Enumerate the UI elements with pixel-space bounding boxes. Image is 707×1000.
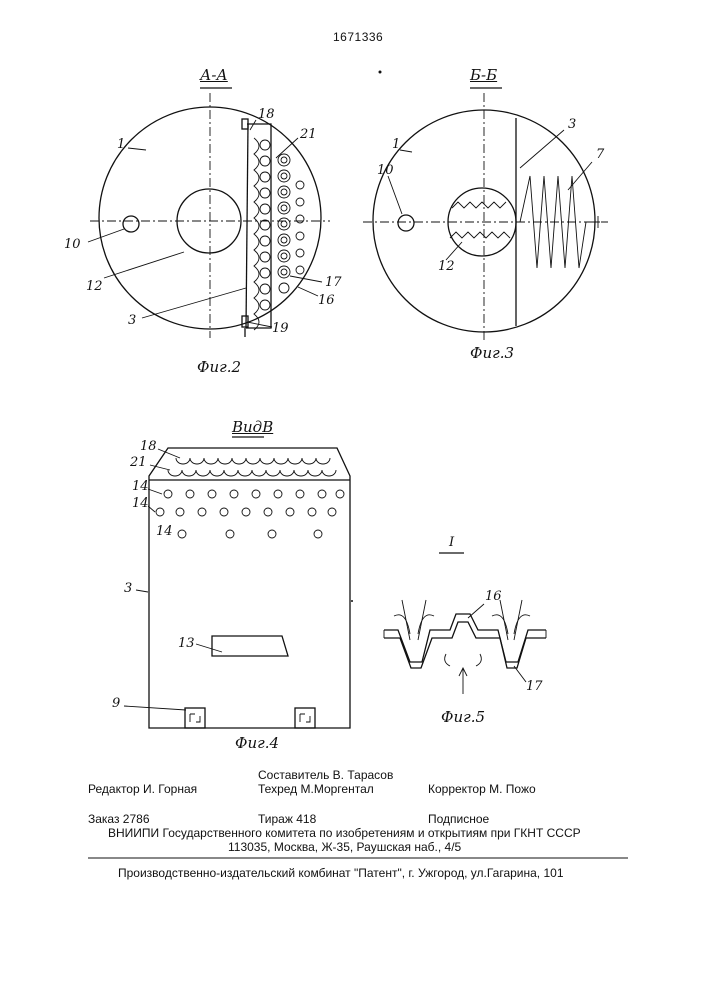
imprint-techred: Техред М.Моргентал (258, 782, 374, 796)
fig2-label-17: 17 (325, 276, 342, 290)
fig4-view-title: ВидВ (232, 420, 273, 434)
fig4-foot-left (185, 708, 205, 728)
fig4-label-13: 13 (178, 637, 195, 651)
fig2-label-18: 18 (258, 108, 275, 122)
scan-dot (379, 71, 382, 74)
imprint-publisher: Производственно-издательский комбинат "П… (118, 866, 564, 880)
fig4-foot-right-mark (300, 714, 310, 722)
fig5-label-17: 17 (526, 680, 543, 694)
fig5-detail-title: I (449, 536, 454, 550)
fig2-label-3: 3 (128, 314, 136, 328)
fig4-scallop-row-21 (168, 470, 336, 476)
fig3-label-7: 7 (596, 148, 604, 162)
fig2-partition-plate (246, 124, 271, 328)
fig2-label-10: 10 (64, 238, 81, 252)
fig2-clip-19 (242, 316, 248, 327)
scan-dot (351, 600, 353, 602)
fig2-label-1: 1 (117, 138, 125, 152)
imprint-circulation: Тираж 418 (258, 812, 316, 826)
fig4-hole-row-3 (178, 530, 322, 538)
imprint-compiler: Составитель В. Тарасов (258, 768, 393, 782)
fig5-profile-inner (384, 622, 546, 668)
fig5-drawing (384, 553, 546, 694)
fig2-label-12: 12 (86, 280, 103, 294)
fig4-label-14b: 14 (132, 497, 149, 511)
fig3-label-1: 1 (392, 138, 400, 152)
fig2-scallop-edge (254, 138, 259, 330)
fig4-drawing (124, 437, 350, 728)
fig2-hole-column-left (260, 140, 270, 310)
fig3-zigzag-bottom (450, 232, 510, 238)
fig2-partition-edge (246, 124, 248, 328)
fig3-caption: Фиг.3 (470, 346, 514, 360)
fig4-label-3: 3 (124, 582, 132, 596)
fig2-label-21: 21 (300, 128, 317, 142)
fig4-caption: Фиг.4 (235, 736, 279, 750)
fig4-foot-left-mark (190, 714, 200, 722)
fig3-label-3: 3 (568, 118, 576, 132)
fig2-hole-column-right (296, 181, 304, 274)
fig3-spring-7 (520, 176, 600, 268)
fig3-zigzag-top (452, 202, 506, 208)
fig2-hole-10 (123, 216, 139, 232)
fig2-label-19: 19 (272, 322, 289, 336)
fig4-label-9: 9 (112, 697, 120, 711)
fig4-outline (149, 448, 350, 728)
fig2-section-title: А-А (200, 68, 228, 82)
fig3-leaders (388, 130, 592, 260)
imprint-subscription: Подписное (428, 812, 489, 826)
fig4-foot-right (295, 708, 315, 728)
imprint-address: 113035, Москва, Ж-35, Раушская наб., 4/5 (228, 840, 461, 854)
fig3-hole-10 (398, 215, 414, 231)
fig4-label-14a: 14 (132, 480, 149, 494)
fig4-hole-row-2 (156, 508, 336, 516)
fig2-caption: Фиг.2 (197, 360, 241, 374)
fig4-hole-row-1 (164, 490, 344, 498)
fig5-profile-outer (384, 614, 546, 662)
imprint-order: Заказ 2786 (88, 812, 150, 826)
imprint-institute: ВНИИПИ Государственного комитета по изоб… (108, 826, 581, 840)
fig4-label-21: 21 (130, 456, 147, 470)
fig3-section-title: Б-Б (470, 68, 497, 82)
fig4-label-18: 18 (140, 440, 157, 454)
fig2-label-16: 16 (318, 294, 335, 308)
fig4-label-14c: 14 (156, 525, 173, 539)
fig3-label-10: 10 (377, 164, 394, 178)
fig5-label-16: 16 (485, 590, 502, 604)
imprint-editor: Редактор И. Горная (88, 782, 197, 796)
fig3-label-12: 12 (438, 260, 455, 274)
fig5-caption: Фиг.5 (441, 710, 485, 724)
fig5-leaders (468, 604, 526, 682)
fig4-slot-13 (212, 636, 288, 656)
fig2-drawing (88, 88, 330, 338)
fig2-hole-column-middle (278, 154, 290, 293)
patent-number: 1671336 (333, 30, 383, 44)
imprint-corrector: Корректор М. Пожо (428, 782, 536, 796)
fig4-scallop-row-18 (176, 458, 330, 464)
